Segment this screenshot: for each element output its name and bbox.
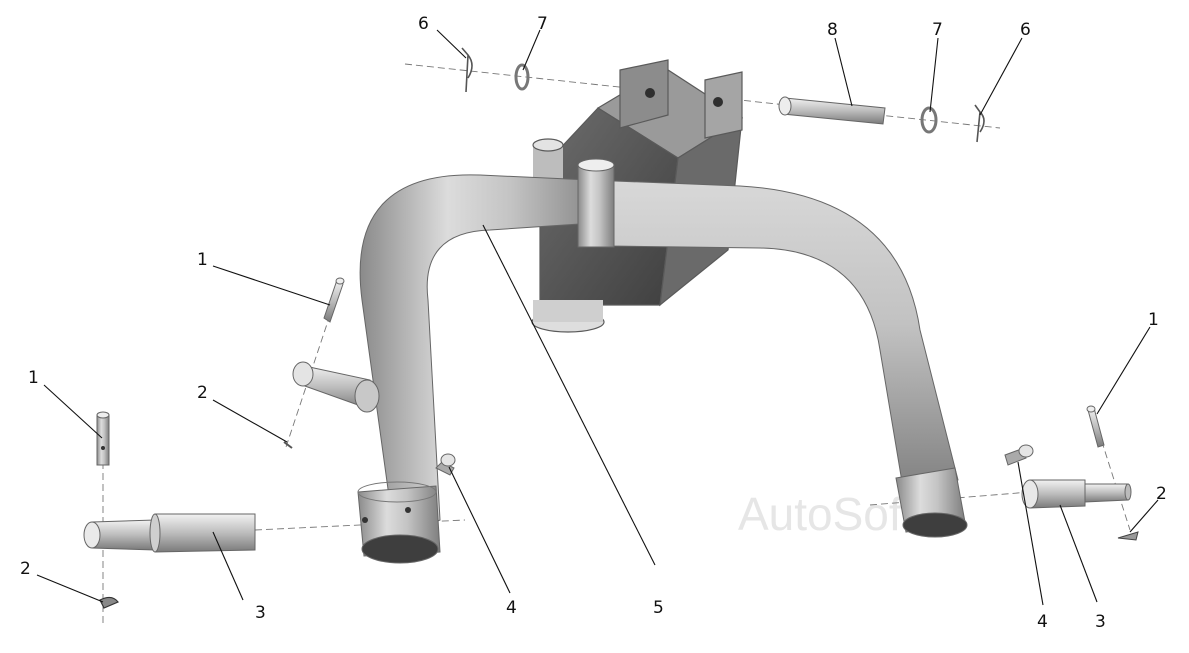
part-2-clip-right [1117, 531, 1139, 541]
u-tube-frame [292, 158, 968, 564]
axis-right-clip [1094, 419, 1131, 531]
callout-1-left: 1 [28, 368, 39, 388]
callout-8: 8 [827, 20, 838, 40]
part-3-spindle-right [1021, 479, 1132, 509]
callout-6-right: 6 [1020, 20, 1031, 40]
callout-3-right: 3 [1095, 612, 1106, 632]
part-2-clip-left [99, 596, 119, 609]
callout-2-right: 2 [1156, 484, 1167, 504]
callout-labels: 6 7 8 7 6 1 1 1 2 2 2 3 4 5 4 3 [20, 14, 1167, 632]
leader-2-right [1129, 499, 1159, 533]
part-4-bolt-left [435, 453, 456, 476]
callout-2-mid: 2 [197, 383, 208, 403]
leader-4-left [448, 466, 511, 594]
part-1-pin-right [1086, 405, 1105, 448]
leader-3-left [212, 531, 244, 601]
callout-3-left: 3 [255, 603, 266, 623]
leader-2-left [36, 574, 104, 603]
leader-lines [36, 29, 1159, 606]
watermark-text: AutoSoft [738, 488, 915, 540]
leader-4-right [1017, 461, 1044, 606]
part-6-clip-left [461, 47, 473, 93]
leader-7-left [522, 29, 541, 71]
callout-1-upper-left: 1 [197, 250, 208, 270]
axis-left-spindle [254, 519, 466, 531]
callout-7-left: 7 [537, 14, 548, 34]
callout-2-left: 2 [20, 559, 31, 579]
part-1-pin-upper-left [323, 277, 345, 323]
callout-4-left: 4 [506, 598, 517, 618]
leader-1-right [1096, 326, 1151, 415]
leader-6-right [979, 37, 1023, 116]
leader-5 [482, 224, 656, 566]
leader-6-left [436, 29, 467, 59]
leader-3-right [1059, 504, 1098, 603]
callout-4-right: 4 [1037, 612, 1048, 632]
leader-2-mid [212, 399, 288, 443]
callout-5: 5 [653, 598, 664, 618]
leader-7-right [929, 37, 939, 113]
callout-6-left: 6 [418, 14, 429, 34]
callout-1-right: 1 [1148, 310, 1159, 330]
leader-8 [834, 37, 853, 107]
leader-1-left [43, 384, 103, 439]
part-8-pin [778, 96, 886, 125]
part-2-clip-mid [283, 441, 293, 449]
part-3-spindle-left [83, 513, 256, 553]
leader-1-upper-left [212, 265, 331, 306]
part-4-bolt-right [1004, 444, 1034, 466]
part-7-washer-left [514, 63, 530, 91]
part-1-pin-left [96, 411, 110, 466]
part-7-washer-right [920, 106, 938, 134]
callout-7-right: 7 [932, 20, 943, 40]
